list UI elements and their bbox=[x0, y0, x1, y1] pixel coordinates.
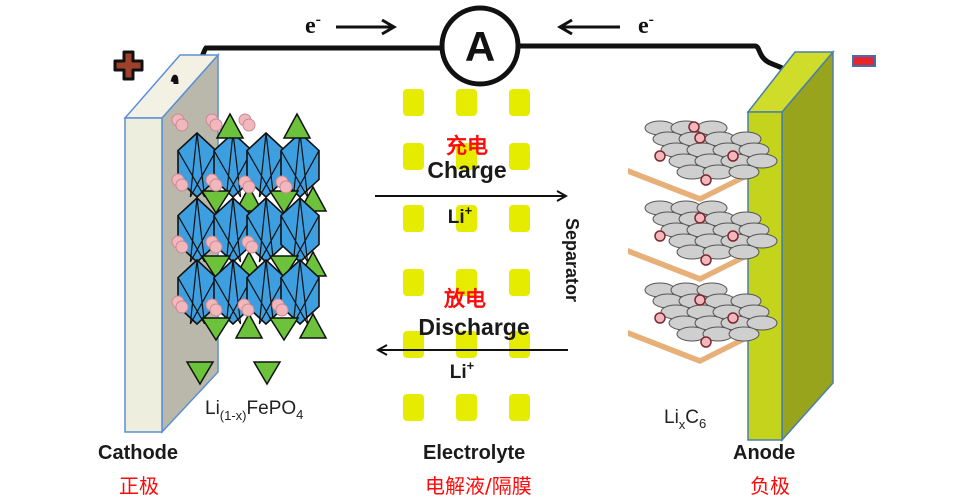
plus-terminal-icon bbox=[113, 50, 144, 81]
separator-dot bbox=[456, 89, 477, 116]
separator-dot bbox=[403, 205, 424, 232]
wire-right bbox=[515, 43, 795, 83]
separator-dot bbox=[403, 269, 424, 296]
cathode-label: Cathode bbox=[98, 442, 178, 464]
discharge-label: Discharge bbox=[418, 314, 529, 340]
li-ion bbox=[175, 300, 189, 314]
graphite-layers bbox=[628, 120, 778, 364]
separator-dot bbox=[456, 143, 477, 170]
anode-material-label: LixC6 bbox=[664, 407, 706, 432]
li-ion bbox=[694, 132, 706, 144]
li-ion bbox=[175, 118, 189, 132]
graphite-layer bbox=[628, 200, 778, 282]
li-ion bbox=[242, 180, 256, 194]
li-ion bbox=[727, 312, 739, 324]
po4-tetrahedron bbox=[282, 112, 312, 139]
separator-label: Separator bbox=[562, 218, 582, 302]
po4-tetrahedron bbox=[268, 317, 300, 342]
li-ion bbox=[700, 336, 712, 348]
separator-dot bbox=[509, 269, 530, 296]
li-ion bbox=[275, 303, 289, 317]
charge-section: 充电 Charge Li+ bbox=[375, 134, 566, 228]
li-ion bbox=[694, 212, 706, 224]
po4-tetrahedron bbox=[185, 361, 215, 386]
li-ion bbox=[694, 294, 706, 306]
electrolyte-label-cn: 电解液/隔膜 bbox=[425, 474, 532, 498]
li-ion bbox=[700, 254, 712, 266]
minus-terminal-icon bbox=[852, 55, 876, 67]
li-ion bbox=[209, 240, 223, 254]
li-ion bbox=[242, 118, 256, 132]
cathode-material-label: Li(1-x)FePO4 bbox=[205, 398, 303, 423]
graphite-layer bbox=[628, 282, 778, 364]
cathode-front bbox=[124, 117, 163, 433]
li-ion bbox=[654, 150, 666, 162]
anode-label-cn: 负极 bbox=[750, 474, 790, 498]
lifepo4-lattice bbox=[171, 112, 328, 386]
anode-side bbox=[781, 49, 834, 442]
po4-tetrahedron bbox=[234, 185, 264, 212]
discharge-section: 放电 Discharge Li+ bbox=[378, 287, 568, 383]
separator-dot bbox=[456, 205, 477, 232]
separator-dot bbox=[509, 331, 530, 358]
electrolyte-label: Electrolyte bbox=[423, 442, 525, 464]
separator-dot bbox=[403, 89, 424, 116]
electron-arrow-right-icon bbox=[336, 18, 397, 36]
separator-dot bbox=[403, 143, 424, 170]
charge-label-cn: 充电 bbox=[446, 134, 488, 158]
li-ion bbox=[175, 178, 189, 192]
li-ion bbox=[727, 230, 739, 242]
separator-dot bbox=[456, 394, 477, 421]
anode-plate bbox=[746, 49, 835, 442]
anode-label: Anode bbox=[733, 442, 795, 464]
cathode-label-cn: 正极 bbox=[119, 474, 159, 498]
ammeter-label: A bbox=[465, 23, 495, 70]
discharge-label-cn: 放电 bbox=[443, 287, 486, 311]
li-ion bbox=[727, 150, 739, 162]
electron-label-left: e- bbox=[305, 11, 321, 39]
separator-dots bbox=[403, 89, 530, 421]
li-ion bbox=[175, 240, 189, 254]
separator-dot bbox=[456, 331, 477, 358]
electron-label-right: e- bbox=[638, 11, 654, 39]
separator-dot bbox=[403, 394, 424, 421]
li-ion bbox=[209, 118, 223, 132]
li-ion bbox=[279, 180, 293, 194]
po4-tetrahedron bbox=[200, 317, 232, 342]
separator-dot bbox=[509, 205, 530, 232]
li-ion bbox=[700, 174, 712, 186]
li-ion bbox=[245, 240, 259, 254]
electron-arrow-left-icon bbox=[557, 18, 620, 36]
separator-dot bbox=[509, 143, 530, 170]
li-ion bbox=[688, 121, 700, 133]
charge-label: Charge bbox=[427, 157, 506, 183]
li-ion bbox=[209, 178, 223, 192]
po4-tetrahedron bbox=[215, 112, 245, 139]
discharge-ion-label: Li+ bbox=[450, 358, 475, 383]
separator-dot bbox=[509, 394, 530, 421]
li-ion bbox=[209, 303, 223, 317]
feo6-octahedron bbox=[280, 258, 320, 326]
po4-tetrahedron bbox=[252, 361, 282, 386]
po4-tetrahedron bbox=[268, 255, 300, 280]
separator-dot bbox=[456, 269, 477, 296]
separator-dot bbox=[509, 89, 530, 116]
li-ion bbox=[654, 230, 666, 242]
po4-tetrahedron bbox=[298, 312, 328, 339]
li-ion bbox=[241, 303, 255, 317]
ammeter-icon bbox=[439, 5, 521, 87]
li-ion bbox=[654, 312, 666, 324]
external-circuit: A e- e- bbox=[113, 5, 876, 87]
separator-dot bbox=[403, 331, 424, 358]
po4-tetrahedron bbox=[234, 312, 264, 339]
po4-tetrahedron bbox=[200, 255, 232, 280]
charge-ion-label: Li+ bbox=[448, 203, 473, 228]
